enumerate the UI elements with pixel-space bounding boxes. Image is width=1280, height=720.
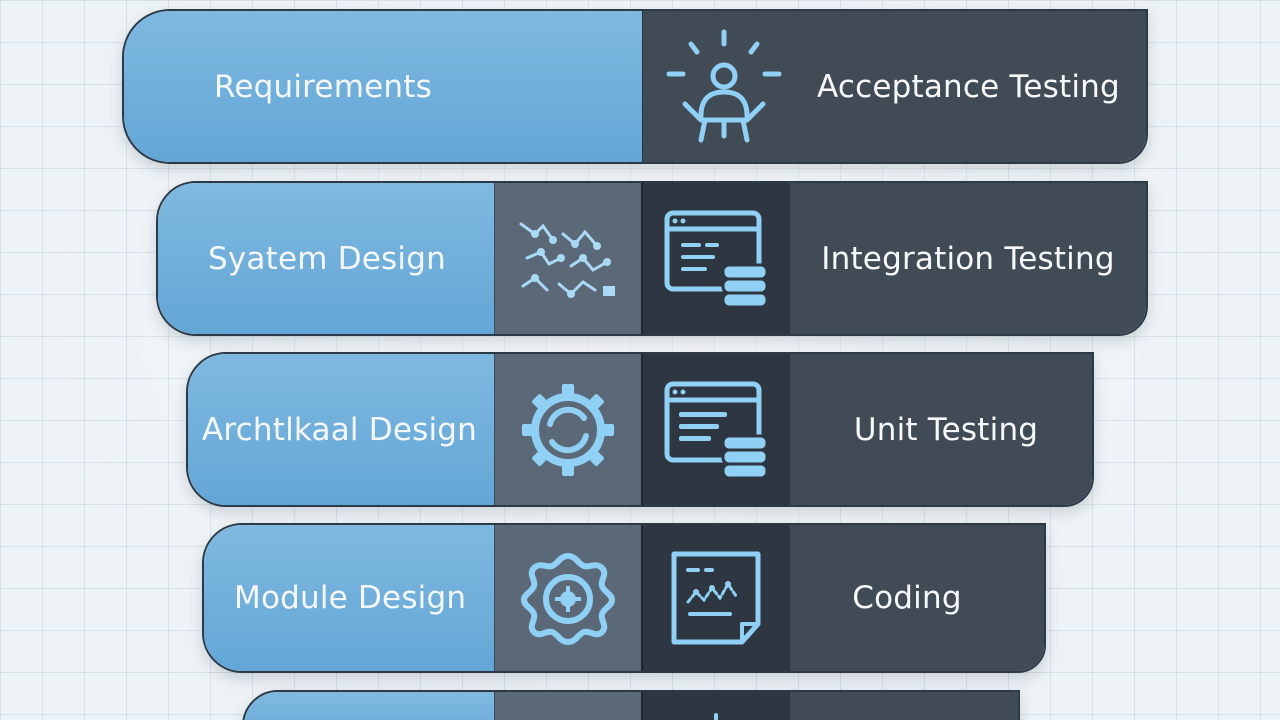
- system-design-icon-cell: [494, 183, 641, 334]
- module-design-icon-cell: [494, 525, 641, 671]
- integration-testing-icon-cell: [641, 183, 789, 334]
- gear-icon: [520, 550, 616, 646]
- code-window-database-icon: [661, 378, 771, 482]
- partial-right-block: [789, 692, 1018, 720]
- architectural-design-label: Archtlkaal Design: [202, 411, 478, 448]
- coding-block[interactable]: Coding: [789, 525, 1044, 671]
- module-design-block[interactable]: Module Design: [204, 525, 494, 671]
- requirements-label: Requirements: [214, 68, 432, 105]
- code-window-database-icon: [661, 207, 771, 311]
- partial-mid-right-block: [641, 692, 789, 720]
- acceptance-testing-block[interactable]: Acceptance Testing: [642, 11, 1146, 162]
- module-design-label: Module Design: [234, 580, 467, 616]
- unit-testing-icon-cell: [641, 354, 789, 505]
- code-file-icon: [666, 548, 766, 648]
- partial-mid-left-block: [494, 692, 641, 720]
- coding-label: Coding: [852, 580, 962, 616]
- network-diagram-icon: [513, 214, 623, 304]
- stage-module-coding: Module Design: [202, 523, 1046, 673]
- partial-icon: [706, 705, 726, 720]
- requirements-block[interactable]: Requirements: [124, 11, 642, 162]
- architectural-design-block[interactable]: Archtlkaal Design: [188, 354, 494, 505]
- integration-testing-block[interactable]: Integration Testing: [789, 183, 1146, 334]
- unit-testing-block[interactable]: Unit Testing: [789, 354, 1092, 505]
- coding-icon-cell: [641, 525, 789, 671]
- stage-architectural-unit: Archtlkaal Design: [186, 352, 1094, 507]
- architectural-design-icon-cell: [494, 354, 641, 505]
- stage-requirements-acceptance: Requirements Acceptance Testing: [122, 9, 1148, 164]
- gear-icon: [518, 380, 618, 480]
- person-at-desk-icon: [661, 24, 787, 150]
- system-design-block[interactable]: Syatem Design: [158, 183, 494, 334]
- stage-partial-bottom: [242, 690, 1020, 720]
- unit-testing-label: Unit Testing: [853, 411, 1039, 448]
- system-design-label: Syatem Design: [208, 240, 446, 277]
- stage-system-integration: Syatem Design: [156, 181, 1148, 336]
- partial-left-block: [244, 692, 494, 720]
- integration-testing-label: Integration Testing: [821, 240, 1115, 277]
- acceptance-testing-label: Acceptance Testing: [817, 68, 1120, 105]
